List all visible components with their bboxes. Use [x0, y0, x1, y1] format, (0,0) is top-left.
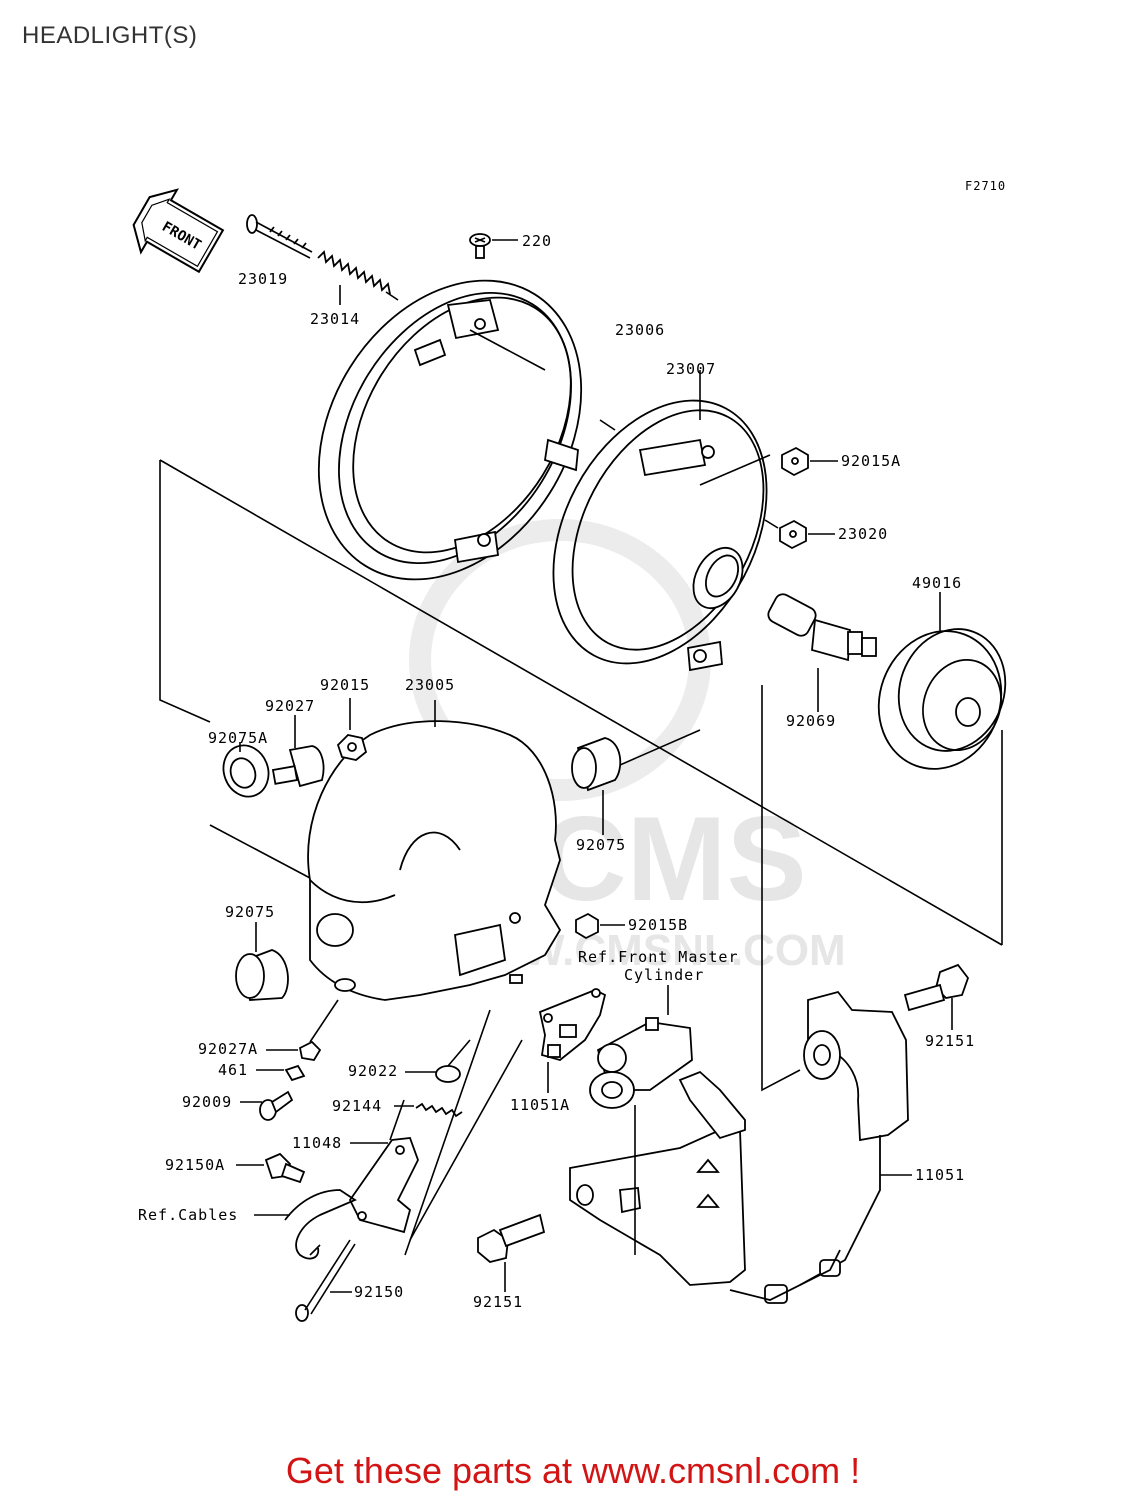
damper-92027A: [266, 999, 339, 1061]
bolt-92151-right: [903, 963, 970, 1030]
leader-line: [404, 1009, 491, 1256]
front-master-cylinder: [589, 985, 693, 1255]
nut-92015: [336, 698, 368, 761]
bolt-92150A: [236, 1152, 306, 1184]
spring-23014: [317, 250, 399, 305]
part-label-92009: 92009: [182, 1093, 232, 1111]
bolt-92009: [240, 1090, 294, 1121]
dust-cover-49016: [877, 592, 1007, 770]
part-label-92150A: 92150A: [165, 1156, 225, 1174]
part-label-23007: 23007: [666, 360, 716, 378]
ref-cables: Ref.Cables: [138, 1206, 238, 1224]
cable-guide: [254, 1189, 357, 1260]
part-label-49016: 49016: [912, 574, 962, 592]
headlight-housing-23005: [307, 700, 562, 1001]
part-label-92075-right: 92075: [576, 836, 626, 854]
part-label-92150: 92150: [354, 1283, 404, 1301]
part-label-92144: 92144: [332, 1097, 382, 1115]
figure-code: F2710: [965, 179, 1006, 193]
part-label-92027: 92027: [265, 697, 315, 715]
watermark-logo-text: CMS: [540, 792, 807, 926]
part-label-92151-bottom: 92151: [473, 1293, 523, 1311]
part-label-23006: 23006: [615, 321, 665, 339]
part-label-23020: 23020: [838, 525, 888, 543]
bolt-92151-bottom: [477, 1213, 546, 1292]
clip-461: [256, 1064, 306, 1082]
plate-11051A: [538, 988, 607, 1093]
nut-92015A: [781, 446, 838, 477]
part-label-92027A: 92027A: [198, 1040, 258, 1058]
part-label-220: 220: [522, 232, 552, 250]
part-label-92022: 92022: [348, 1062, 398, 1080]
part-label-23019: 23019: [238, 270, 288, 288]
ref-front-master-line1: Ref.Front Master: [578, 948, 739, 966]
headlight-rim-23006: [317, 279, 583, 581]
page-title: HEADLIGHT(S): [22, 22, 198, 49]
part-label-23014: 23014: [310, 310, 360, 328]
bracket-11048: [348, 1039, 523, 1241]
bracket-11051: [569, 990, 912, 1304]
part-label-461: 461: [218, 1061, 248, 1079]
front-arrow-icon: FRONT: [132, 188, 225, 274]
grommet-92075-right: [571, 737, 622, 835]
part-label-92151-right: 92151: [925, 1032, 975, 1050]
part-label-92075A: 92075A: [208, 729, 268, 747]
spring-92144: [394, 1102, 463, 1118]
grommet-92075-left: [235, 922, 289, 1001]
cta-link[interactable]: Get these parts at www.cmsnl.com !: [285, 1450, 861, 1491]
collar-92027: [271, 715, 325, 788]
part-label-11048: 11048: [292, 1134, 342, 1152]
damper-92022: [405, 1039, 471, 1083]
part-label-92015: 92015: [320, 676, 370, 694]
part-label-11051: 11051: [915, 1166, 965, 1184]
part-label-92015A: 92015A: [841, 452, 901, 470]
nut-92015B: [575, 912, 625, 940]
assembly-frame-lines: [159, 459, 1003, 1092]
headlight-unit-23007: [469, 329, 771, 672]
part-label-92015B: 92015B: [628, 916, 688, 934]
part-label-92069: 92069: [786, 712, 836, 730]
part-label-23005: 23005: [405, 676, 455, 694]
screw-92150: [295, 1239, 356, 1322]
part-label-92075-left: 92075: [225, 903, 275, 921]
screw-220: [469, 233, 518, 259]
grommet-92075A: [222, 742, 270, 798]
bulb-92069: [767, 593, 877, 712]
ref-front-master-line2: Cylinder: [624, 966, 704, 984]
adjuster-screw-23019: [246, 214, 313, 259]
nut-23020: [764, 519, 835, 550]
part-label-11051A: 11051A: [510, 1096, 570, 1114]
